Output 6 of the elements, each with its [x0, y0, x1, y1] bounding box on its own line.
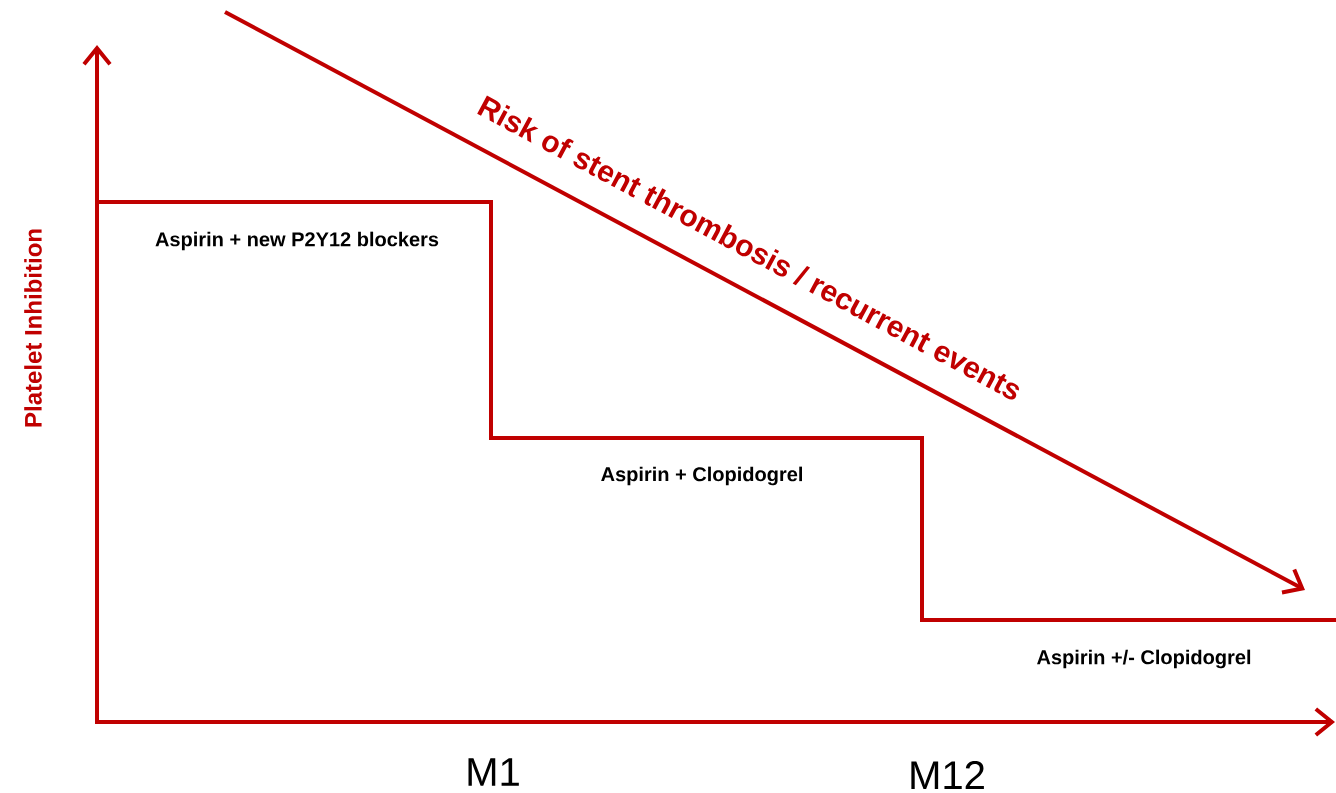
axis-tick-label: M12: [911, 761, 984, 789]
regimen-label: Aspirin + new P2Y12 blockers: [155, 231, 439, 251]
regimen-label: Aspirin + Clopidogrel: [601, 466, 802, 486]
regimen-label: Aspirin +/- Clopidogrel: [1037, 649, 1251, 669]
axis-tick-label: M1: [468, 758, 519, 786]
axis-title: Platelet Inhibition: [24, 229, 42, 427]
